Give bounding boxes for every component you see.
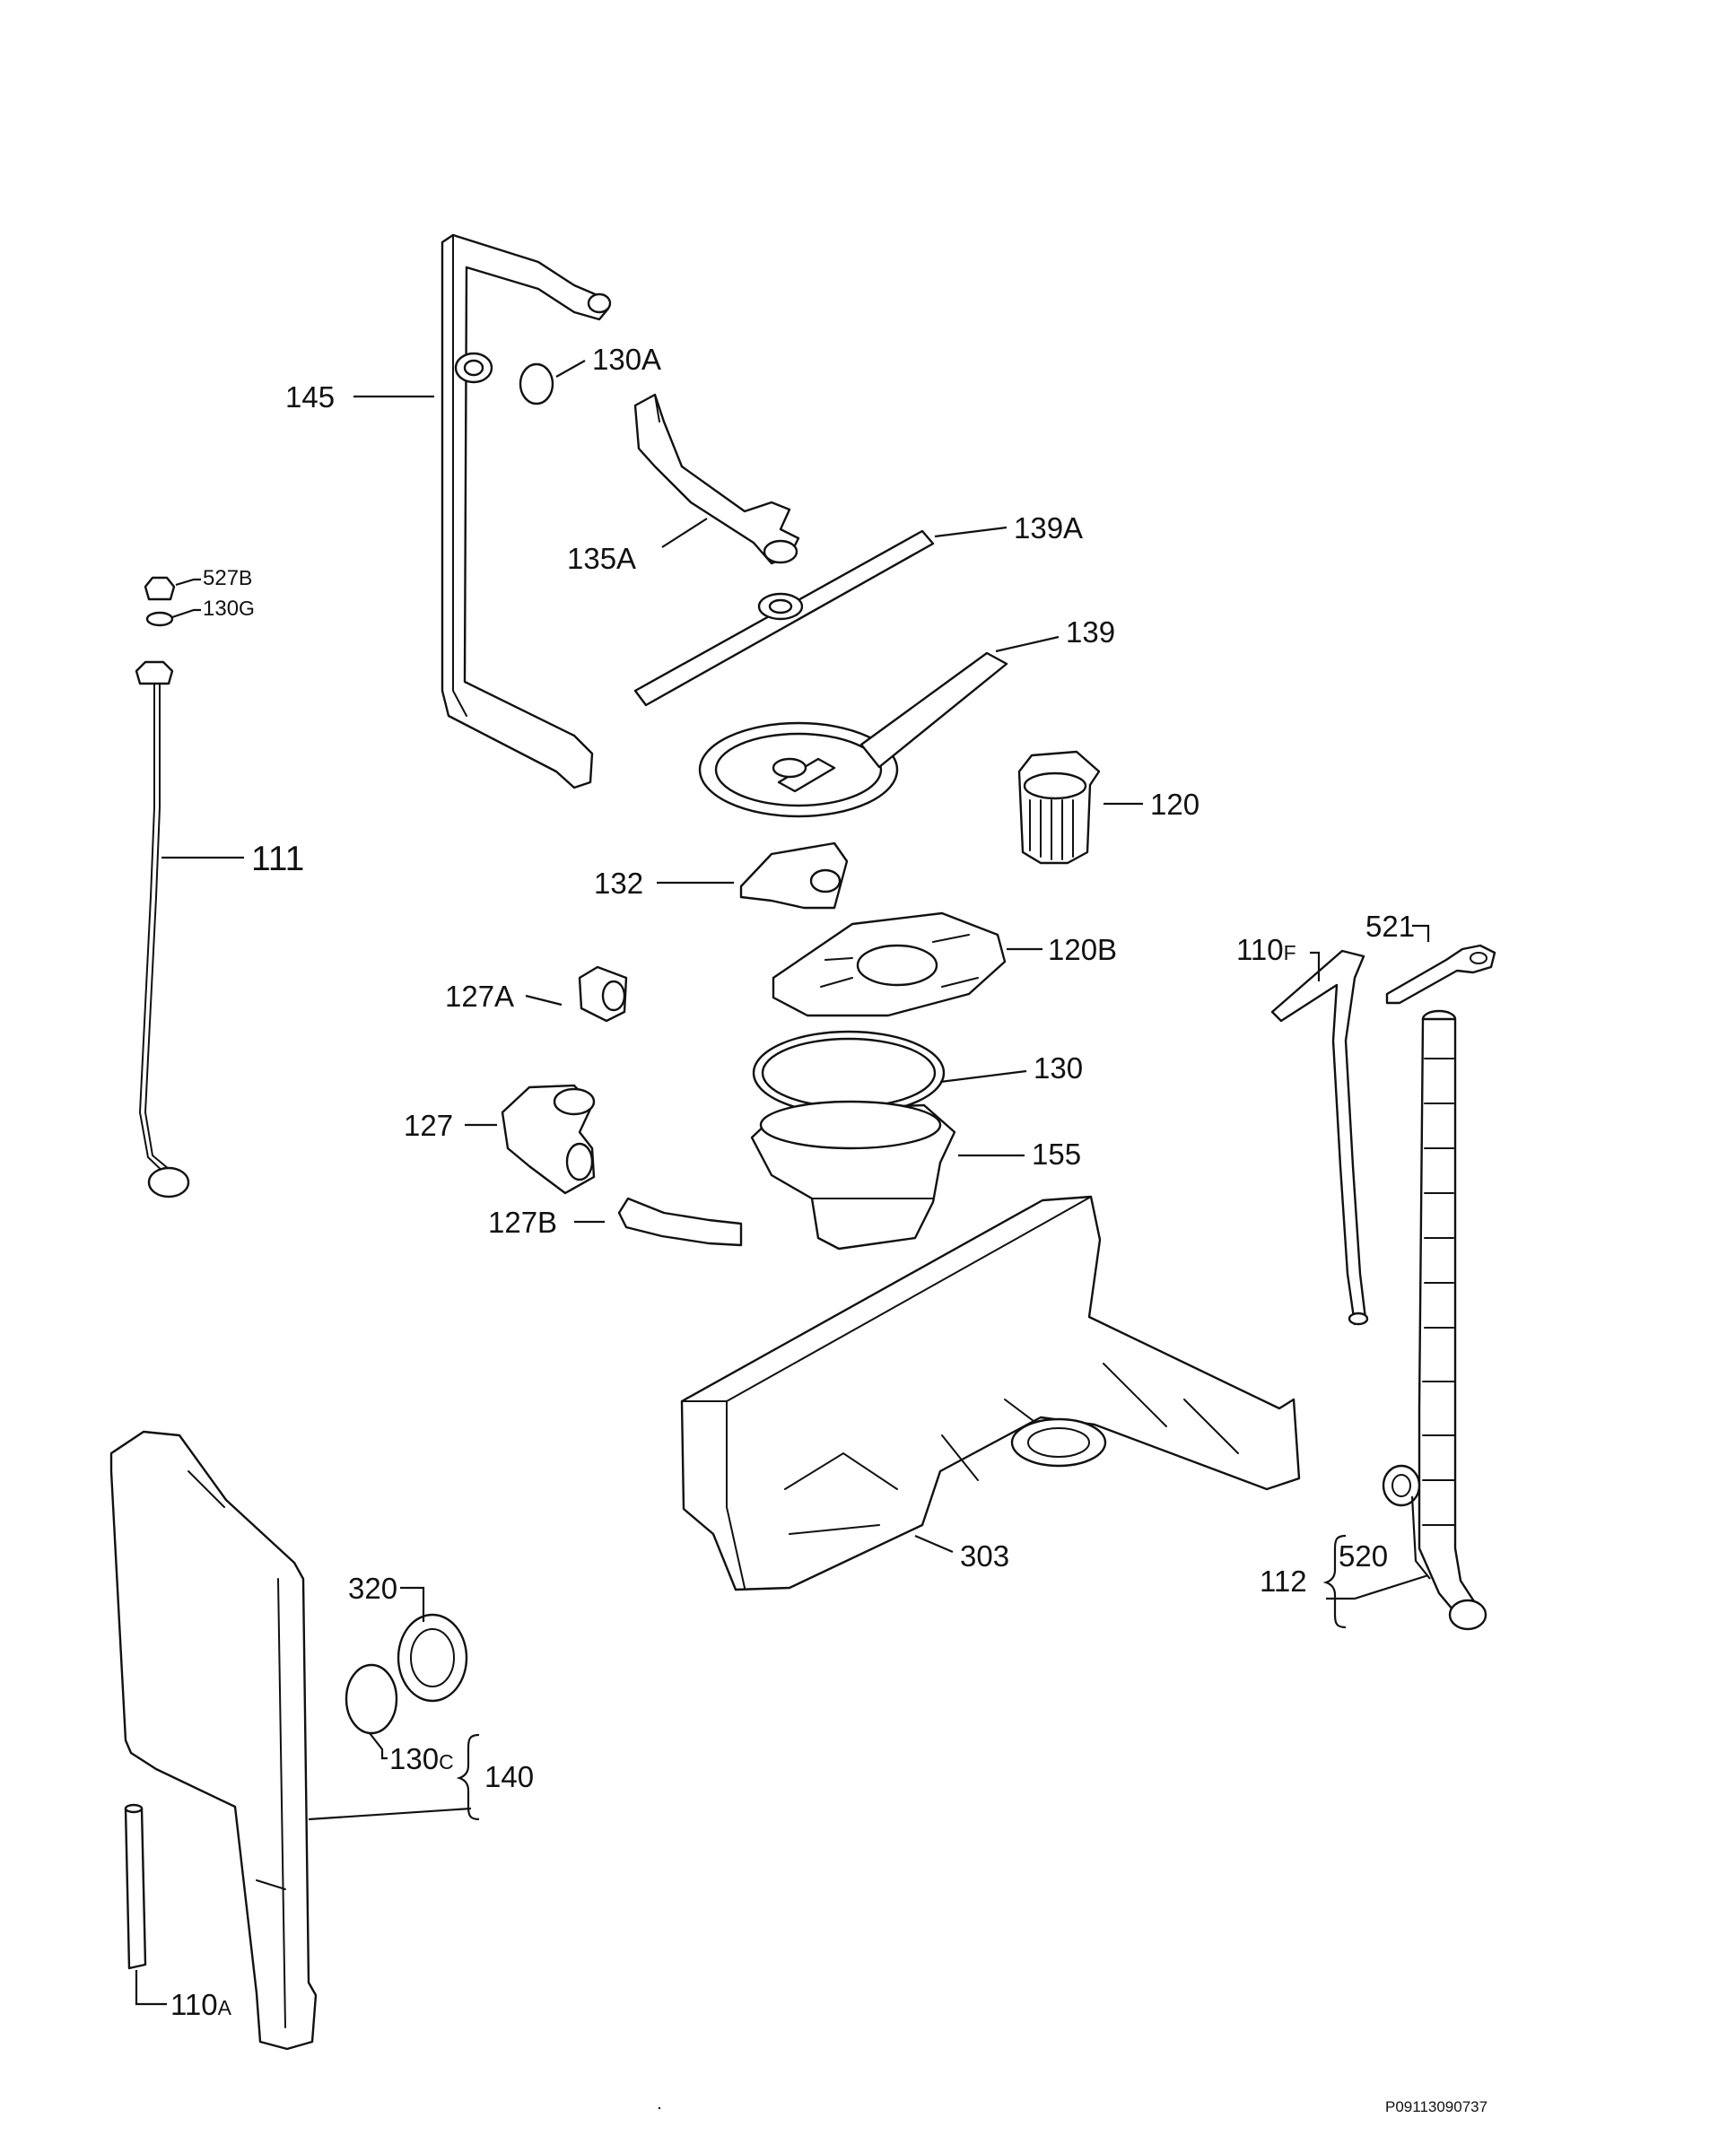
part-110f-hose xyxy=(1270,949,1369,1326)
label-127a: 127A xyxy=(445,980,514,1013)
label-130c: 130C xyxy=(389,1742,454,1775)
part-139-lower-spray-arm xyxy=(698,651,1008,818)
label-127b: 127B xyxy=(488,1206,557,1239)
label-130g: 130G xyxy=(203,597,255,621)
part-130a-o-ring xyxy=(519,362,554,405)
part-139a-spray-arm xyxy=(633,529,935,707)
part-132-bracket xyxy=(739,841,849,910)
label-139: 139 xyxy=(1066,615,1115,649)
part-number-labels: 145 130A 135A 139A 139 120 132 120B 127A… xyxy=(170,343,1415,2021)
part-520-grommet xyxy=(1382,1464,1421,1507)
label-120b: 120B xyxy=(1048,933,1117,966)
part-527b-nut xyxy=(144,576,176,601)
label-527b: 527B xyxy=(203,566,252,590)
part-320-gasket xyxy=(397,1613,468,1703)
label-130: 130 xyxy=(1034,1051,1083,1085)
label-110a: 110A xyxy=(170,1988,232,2021)
part-112-drain-hose xyxy=(1418,1009,1487,1631)
label-140: 140 xyxy=(484,1760,534,1793)
label-132: 132 xyxy=(594,867,643,900)
leader-lines xyxy=(135,360,1431,2006)
label-110f: 110F xyxy=(1236,933,1296,966)
part-127b-hose xyxy=(617,1197,743,1247)
part-521-wrench xyxy=(1385,944,1496,1005)
part-111-inlet-hose xyxy=(135,660,190,1199)
label-520: 520 xyxy=(1339,1539,1388,1573)
part-130c-ring xyxy=(345,1663,398,1735)
label-521: 521 xyxy=(1365,910,1415,943)
label-320: 320 xyxy=(348,1572,397,1605)
label-120: 120 xyxy=(1150,788,1199,821)
label-303: 303 xyxy=(960,1539,1009,1573)
stray-dot xyxy=(658,2106,661,2110)
part-303-base-tray xyxy=(680,1195,1301,1591)
label-130a: 130A xyxy=(592,343,661,376)
label-135a: 135A xyxy=(567,542,636,575)
part-110a-rod xyxy=(124,1803,147,1970)
drawing-code: P09113090737 xyxy=(1385,2098,1487,2115)
part-120b-filter-plate xyxy=(772,911,1007,1017)
part-155-sump xyxy=(750,1100,956,1251)
part-130g-washer xyxy=(145,611,174,627)
part-135a-arm-bracket xyxy=(633,393,800,565)
label-139a: 139A xyxy=(1014,511,1083,545)
label-127: 127 xyxy=(404,1109,453,1142)
label-145: 145 xyxy=(285,380,335,414)
part-140-side-panel xyxy=(109,1430,318,2051)
part-120-filter xyxy=(1017,750,1101,865)
part-127-elbow-pipe xyxy=(501,1084,596,1195)
label-111: 111 xyxy=(251,840,304,878)
part-145-spray-tube xyxy=(441,233,612,789)
label-112: 112 xyxy=(1260,1565,1307,1598)
part-127a-connector xyxy=(578,965,628,1023)
label-155: 155 xyxy=(1032,1138,1081,1171)
